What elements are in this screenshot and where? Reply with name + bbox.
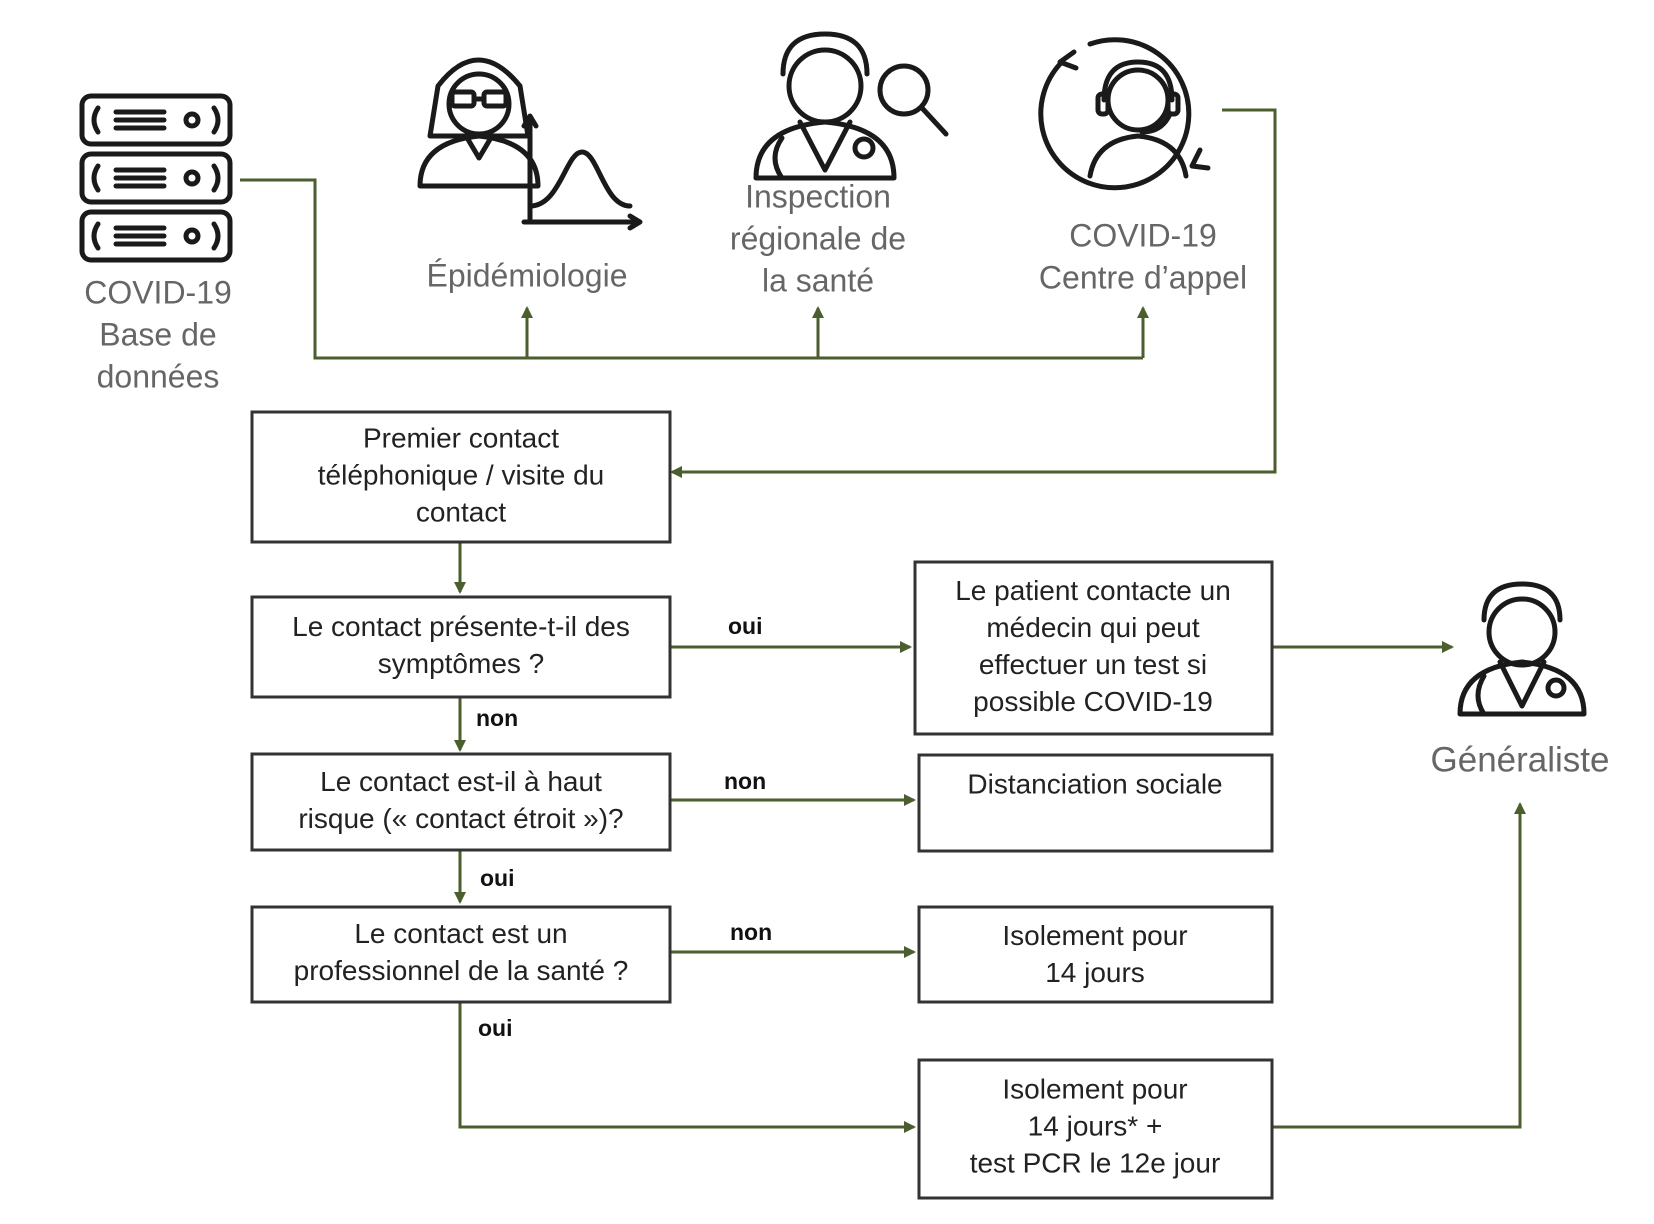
text-line: régionale de [730, 220, 906, 256]
text-line: 14 jours* + [1028, 1110, 1163, 1141]
step-first-contact-text: Premier contact téléphonique / visite du c… [318, 422, 604, 527]
server-rack-icon [79, 93, 233, 263]
text-line: Le patient contacte un [955, 575, 1231, 606]
text-line: données [97, 358, 220, 394]
text-line: Le contact est-il à haut [320, 766, 602, 797]
process-boxes: Premier contact téléphonique / visite du c… [250, 410, 1274, 1200]
text-line: symptômes ? [378, 648, 545, 679]
text-line: Le contact est un [354, 918, 567, 949]
step-symptoms: Le contact présente-t-il des symptômes ? [250, 595, 672, 699]
doctor-magnifier-icon [753, 31, 949, 181]
edge-label-symptoms-no: non [476, 705, 518, 731]
edge-label-symptoms-yes: oui [728, 613, 763, 639]
epidemiologist-chart-icon [417, 57, 643, 231]
text-line: Isolement pour [1002, 920, 1187, 951]
text-line: COVID-19 [84, 274, 232, 310]
text-line: la santé [762, 262, 874, 298]
text-line: risque (« contact étroit »)? [298, 803, 623, 834]
outcome-social-distancing: Distanciation sociale [917, 753, 1274, 853]
outcome-isolation: Isolement pour 14 jours [917, 905, 1274, 1004]
text-line: Base de [99, 316, 216, 352]
connector-health-pro-yes [458, 1002, 916, 1133]
text-line: médecin qui peut [986, 612, 1199, 643]
text-line: téléphonique / visite du [318, 459, 604, 490]
text-line: effectuer un test si [979, 649, 1207, 680]
edge-label-health-pro-yes: oui [478, 1015, 513, 1041]
text-line: Distanciation sociale [967, 768, 1222, 799]
connector-database-to-sources [240, 178, 1143, 360]
outcome-doctor-test-text: Le patient contacte un médecin qui peut ef… [955, 575, 1231, 717]
inspection-label: Inspection régionale de la santé [730, 178, 906, 298]
step-first-contact: Premier contact téléphonique / visite du c… [250, 410, 672, 544]
text-line: test PCR le 12e jour [970, 1147, 1221, 1178]
step-health-pro: Le contact est un professionnel de la san… [250, 905, 672, 1004]
outcome-social-distancing-text: Distanciation sociale [967, 768, 1222, 799]
text-line: Le contact présente-t-il des [292, 611, 630, 642]
edge-labels: oui non non oui non oui [476, 613, 772, 1041]
text-line: Isolement pour [1002, 1073, 1187, 1104]
gp-label: Généraliste [1431, 740, 1610, 779]
edge-label-high-risk-yes: oui [480, 865, 515, 891]
outcome-isolation-text: Isolement pour 14 jours [1002, 920, 1187, 988]
text-line: Inspection [745, 178, 891, 214]
text-line: Centre d’appel [1039, 259, 1247, 295]
text-line: Premier contact [363, 422, 559, 453]
text-line: Épidémiologie [426, 257, 627, 293]
step-symptoms-text: Le contact présente-t-il des symptômes ? [292, 611, 630, 679]
step-high-risk: Le contact est-il à haut risque (« contac… [250, 752, 672, 852]
text-line: Généraliste [1431, 740, 1610, 779]
text-line: professionnel de la santé ? [294, 955, 629, 986]
connector-isolation-pcr-to-gp [1272, 802, 1526, 1129]
doctor-stethoscope-icon [1457, 581, 1587, 717]
connector-call-center-to-first-contact [670, 108, 1277, 478]
text-line: possible COVID-19 [973, 686, 1213, 717]
text-line: 14 jours [1045, 957, 1145, 988]
epidemiology-label: Épidémiologie [426, 257, 627, 293]
edge-label-high-risk-no: non [724, 768, 766, 794]
outcome-isolation-pcr: Isolement pour 14 jours* + test PCR le 12e… [917, 1058, 1274, 1200]
text-line: COVID-19 [1069, 217, 1217, 253]
outcome-doctor-test: Le patient contacte un médecin qui peut ef… [913, 560, 1274, 736]
outcome-isolation-pcr-text: Isolement pour 14 jours* + test PCR le 12e… [970, 1073, 1221, 1178]
call-agent-headset-icon [1038, 37, 1211, 191]
connectors [240, 108, 1526, 1133]
step-health-pro-text: Le contact est un professionnel de la san… [294, 918, 629, 986]
text-line: contact [416, 496, 506, 527]
step-high-risk-text: Le contact est-il à haut risque (« contac… [298, 766, 623, 834]
edge-label-health-pro-no: non [730, 919, 772, 945]
